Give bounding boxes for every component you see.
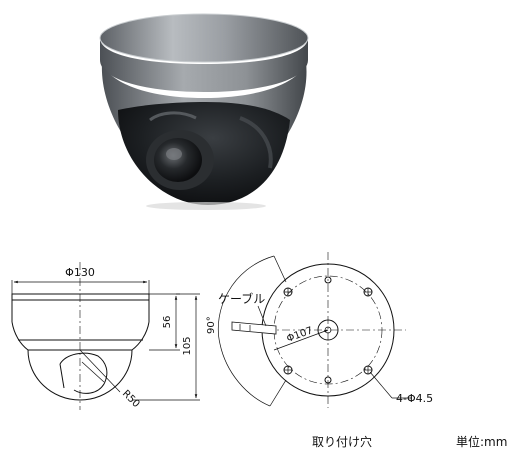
height-total-label: 105 bbox=[182, 336, 193, 355]
small-hole bbox=[324, 376, 332, 384]
bolt-circle-label: Φ107 bbox=[285, 325, 314, 345]
mount-hole bbox=[363, 365, 373, 375]
unit-caption: 単位:mm bbox=[456, 434, 507, 449]
cable bbox=[231, 321, 277, 335]
mount-hole bbox=[363, 287, 373, 297]
camera-mount-ring bbox=[100, 14, 308, 62]
height-upper-label: 56 bbox=[162, 316, 173, 329]
top-view-drawing: 90° ケーブル Φ bbox=[206, 252, 433, 408]
small-hole bbox=[324, 276, 332, 284]
mount-holes-caption: 取り付け穴 bbox=[312, 434, 372, 449]
camera-photo bbox=[99, 13, 309, 210]
cable-label: ケーブル bbox=[218, 291, 265, 306]
mount-hole bbox=[283, 287, 293, 297]
camera-housing bbox=[100, 38, 308, 92]
diameter-label: Φ130 bbox=[65, 266, 95, 279]
side-view-drawing: Φ130 R50 56 105 bbox=[11, 262, 200, 410]
angle-label: 90° bbox=[206, 316, 217, 334]
mount-hole bbox=[283, 365, 293, 375]
angle-arc bbox=[217, 255, 275, 407]
radius-label: R50 bbox=[120, 388, 142, 410]
camera-lens bbox=[154, 138, 202, 182]
holes-label: 4-Φ4.5 bbox=[396, 392, 433, 405]
